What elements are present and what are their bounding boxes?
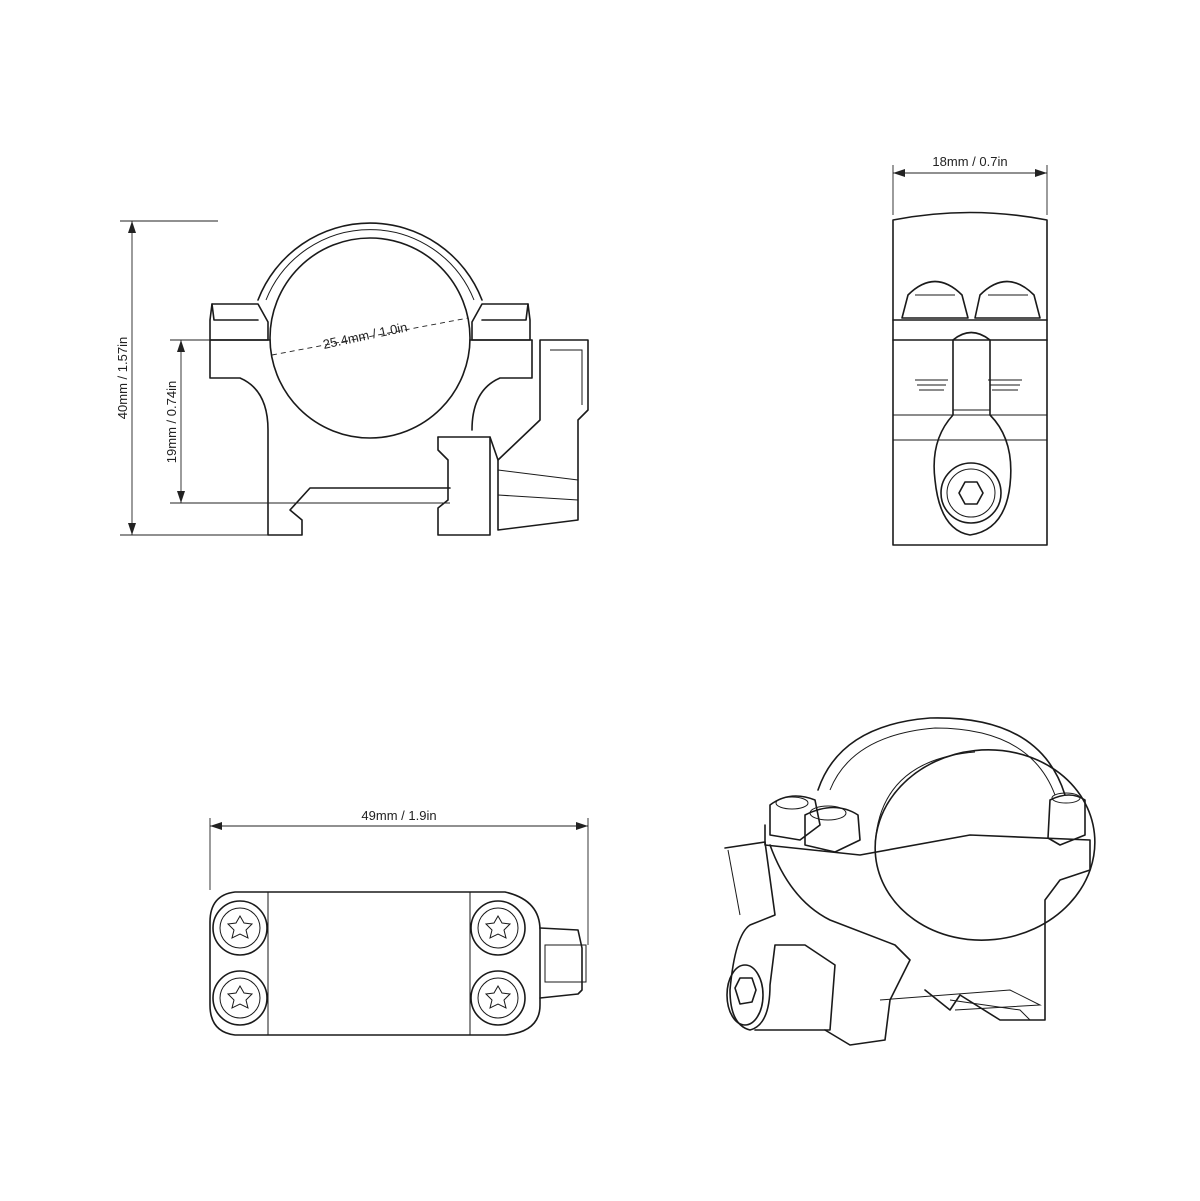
hex-socket-icon xyxy=(958,481,984,505)
torx-screw-icon xyxy=(470,900,526,956)
front-view xyxy=(209,222,589,536)
height-dimension: 40mm / 1.57in xyxy=(115,220,268,536)
isometric-view xyxy=(724,717,1096,1046)
tube-bore xyxy=(269,237,471,439)
torx-screw-icon xyxy=(212,970,268,1026)
torx-screw-icon xyxy=(212,900,268,956)
tube-diameter-label: 25.4mm / 1.0in xyxy=(321,319,408,352)
width-label: 18mm / 0.7in xyxy=(932,154,1007,169)
center-height-dimension: 19mm / 0.74in xyxy=(164,339,450,504)
height-label: 40mm / 1.57in xyxy=(115,337,130,419)
length-label: 49mm / 1.9in xyxy=(361,808,436,823)
side-view xyxy=(892,211,1048,546)
length-dimension: 49mm / 1.9in xyxy=(209,808,589,945)
width-dimension: 18mm / 0.7in xyxy=(892,154,1048,215)
hex-socket-icon xyxy=(734,977,757,1005)
tube-bore xyxy=(874,749,1096,941)
center-height-label: 19mm / 0.74in xyxy=(164,381,179,463)
top-view xyxy=(209,891,587,1036)
torx-screw-icon xyxy=(470,970,526,1026)
